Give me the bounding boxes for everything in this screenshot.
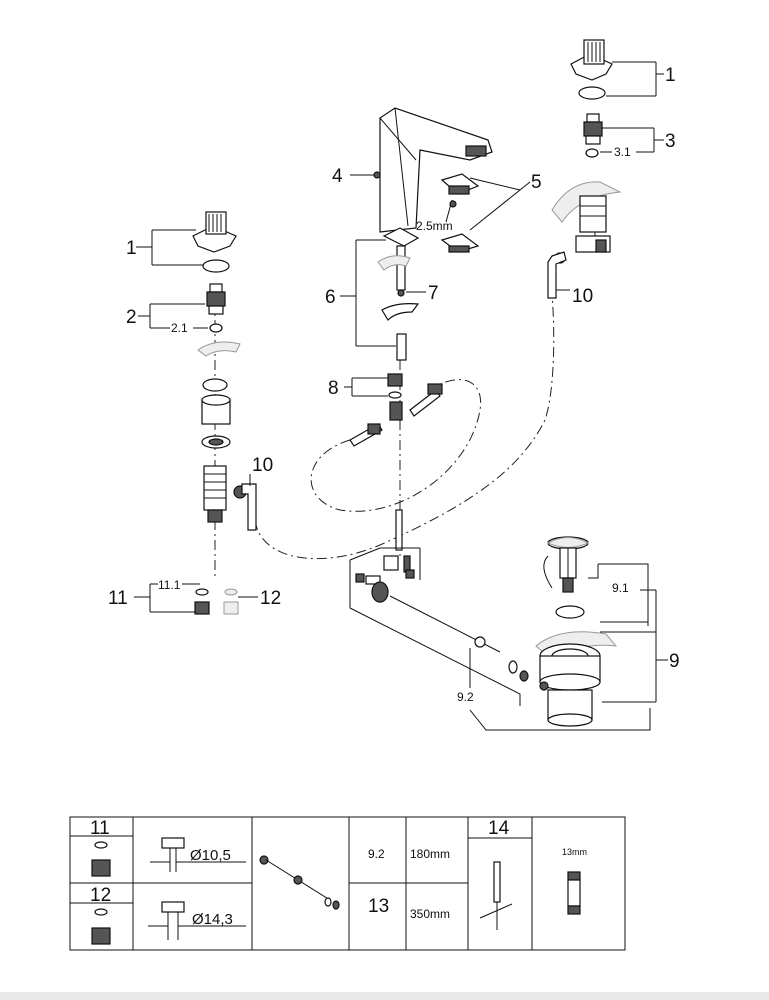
right-valve-assembly: 1 3 3.1 10 — [547, 39, 676, 307]
left-nuts-11-12 — [194, 588, 239, 615]
left-ghost-clip — [197, 341, 241, 357]
table-kit-bottom-len: 350mm — [410, 907, 450, 921]
label-12: 12 — [260, 588, 281, 609]
left-seal-ring — [209, 323, 223, 333]
table-col1-top: 11 — [90, 818, 110, 839]
label-9: 9 — [669, 651, 680, 672]
right-seal-ring — [585, 148, 599, 158]
label-10-right: 10 — [572, 286, 593, 307]
legend-table: 11 12 Ø10,5 Ø14,3 — [69, 816, 626, 951]
table-kit-bottom-no: 13 — [368, 896, 389, 917]
table-kit-top-no: 9.2 — [368, 847, 385, 861]
label-3: 3 — [665, 131, 676, 152]
label-2-1: 2.1 — [171, 321, 188, 335]
lift-rod — [395, 509, 403, 551]
right-cartridge-part — [583, 113, 603, 145]
left-handle-part — [192, 211, 237, 253]
right-ghost-clip — [551, 181, 622, 223]
pop-up-button-part — [440, 173, 480, 195]
left-washer — [202, 378, 228, 392]
waste-body-part — [535, 631, 618, 727]
label-2: 2 — [126, 307, 137, 328]
center-faucet-assembly: 4 5 2.5mm 6 7 8 — [325, 107, 542, 551]
label-10-left: 10 — [252, 455, 273, 476]
table-nut-icon-top — [91, 841, 111, 877]
right-body-part — [575, 195, 611, 253]
table-rod-icon — [259, 855, 340, 910]
right-hose-elbow-part — [547, 251, 567, 299]
label-9-1: 9.1 — [612, 581, 629, 595]
left-o-ring — [202, 259, 230, 273]
table-nut-icon-bottom — [91, 908, 111, 945]
table-wrench-icon — [479, 861, 513, 930]
bottom-strip — [0, 992, 769, 1000]
label-4: 4 — [332, 166, 343, 187]
table-dim-bottom: Ø14,3 — [192, 911, 233, 928]
table-tool-no: 14 — [488, 818, 510, 839]
table-kit-top-len: 180mm — [410, 847, 450, 861]
left-valve-assembly: 1 2 2.1 10 11 11.1 12 — [108, 211, 281, 615]
left-hose-elbow-part — [233, 483, 257, 531]
label-8: 8 — [328, 378, 339, 399]
left-body-part — [203, 465, 227, 523]
left-cartridge-part — [206, 283, 226, 315]
label-3-1: 3.1 — [614, 145, 631, 159]
table-dim-icon-bottom — [148, 901, 246, 940]
left-sleeve-part — [201, 394, 231, 425]
screw-7 — [397, 289, 405, 297]
table-tool-size: 13mm — [562, 847, 587, 857]
label-9-2: 9.2 — [457, 690, 474, 704]
table-dim-icon-top — [150, 837, 246, 872]
label-11: 11 — [108, 588, 128, 609]
right-o-ring — [578, 86, 606, 100]
rod-fittings — [355, 555, 415, 585]
right-handle-part — [570, 39, 613, 81]
connector-8 — [349, 373, 443, 447]
table-col1-bottom: 12 — [90, 885, 111, 906]
table-socket-icon — [567, 871, 581, 915]
label-6: 6 — [325, 287, 336, 308]
label-11-1: 11.1 — [158, 578, 181, 592]
label-7: 7 — [428, 283, 439, 304]
pop-up-plug-part — [543, 536, 590, 593]
spout-part — [373, 107, 493, 233]
label-1-left: 1 — [126, 238, 137, 259]
waste-drain-assembly: 9.1 9 9.2 — [349, 536, 680, 731]
label-1-right: 1 — [665, 65, 676, 86]
table-dim-top: Ø10,5 — [190, 847, 231, 864]
label-5-tool: 2.5mm — [416, 219, 453, 233]
mounting-part-6 — [377, 227, 420, 361]
label-5: 5 — [531, 172, 542, 193]
pivot-rod-part — [371, 581, 529, 682]
plug-washer — [555, 605, 585, 619]
left-nut-part — [201, 435, 231, 449]
button-plate-part — [440, 233, 480, 253]
